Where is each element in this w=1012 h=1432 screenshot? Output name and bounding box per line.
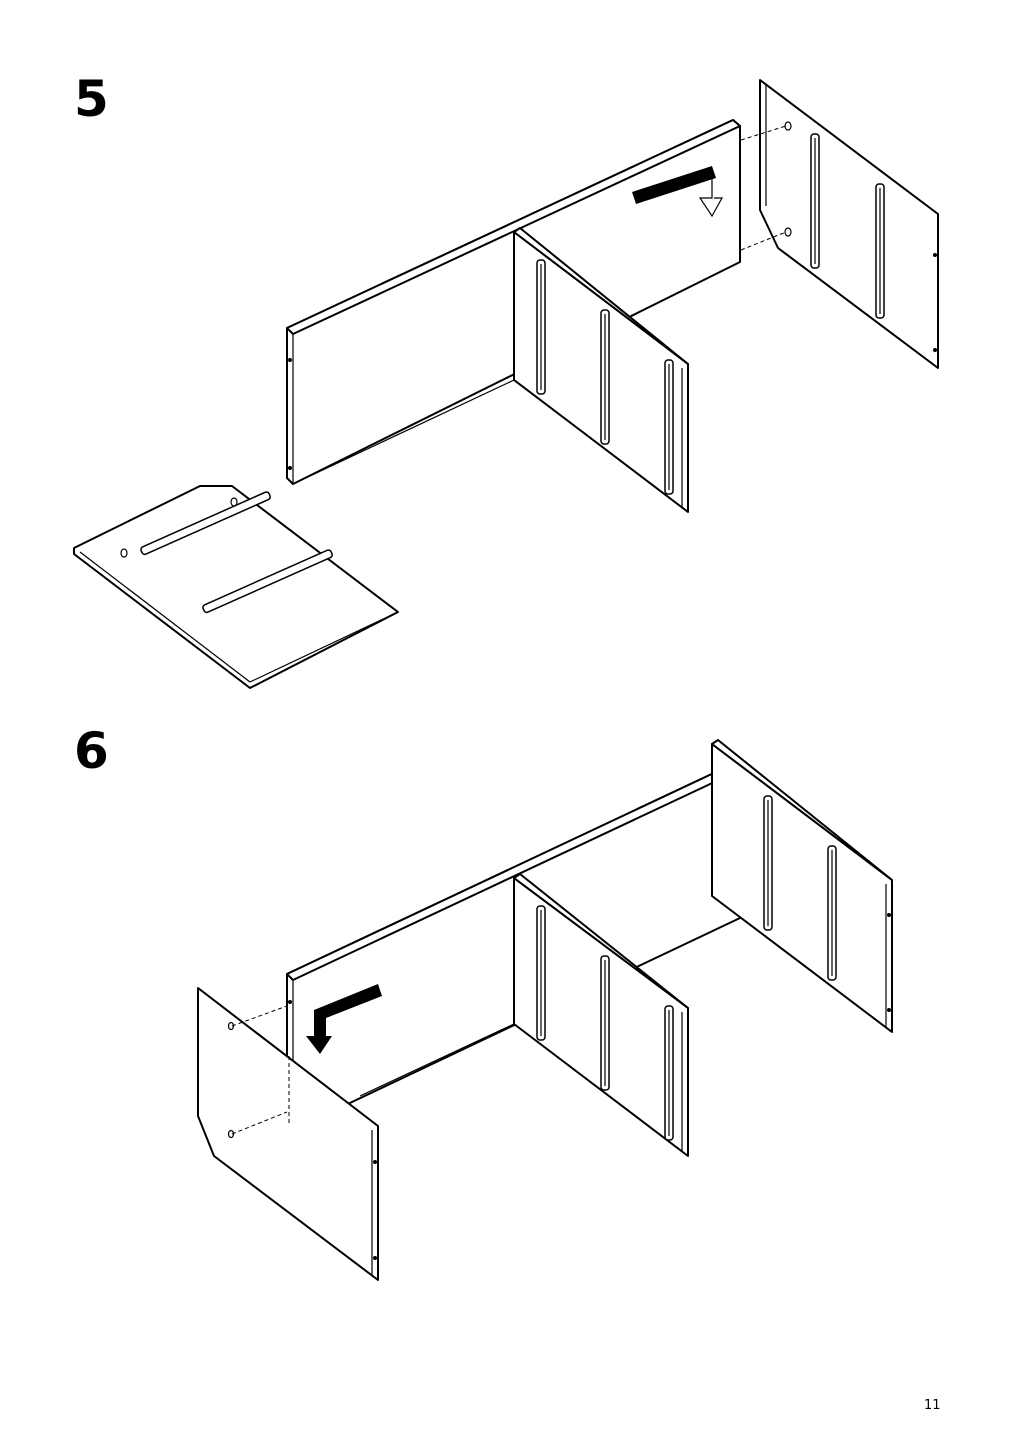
bottom-board (73, 485, 399, 689)
right-side-panel (740, 79, 939, 369)
push-arrow-icon (306, 984, 382, 1054)
left-side-panel (197, 987, 379, 1281)
step-6-illustration (197, 739, 893, 1281)
middle-divider-panel (359, 873, 689, 1157)
step-6-number: 6 (74, 722, 109, 780)
push-arrow-icon (632, 166, 724, 218)
middle-divider-panel (292, 227, 689, 513)
page-number: 11 (924, 1398, 941, 1413)
step-5-number: 5 (74, 70, 109, 128)
right-side-panel (637, 739, 893, 1033)
step-5-illustration (73, 79, 939, 689)
